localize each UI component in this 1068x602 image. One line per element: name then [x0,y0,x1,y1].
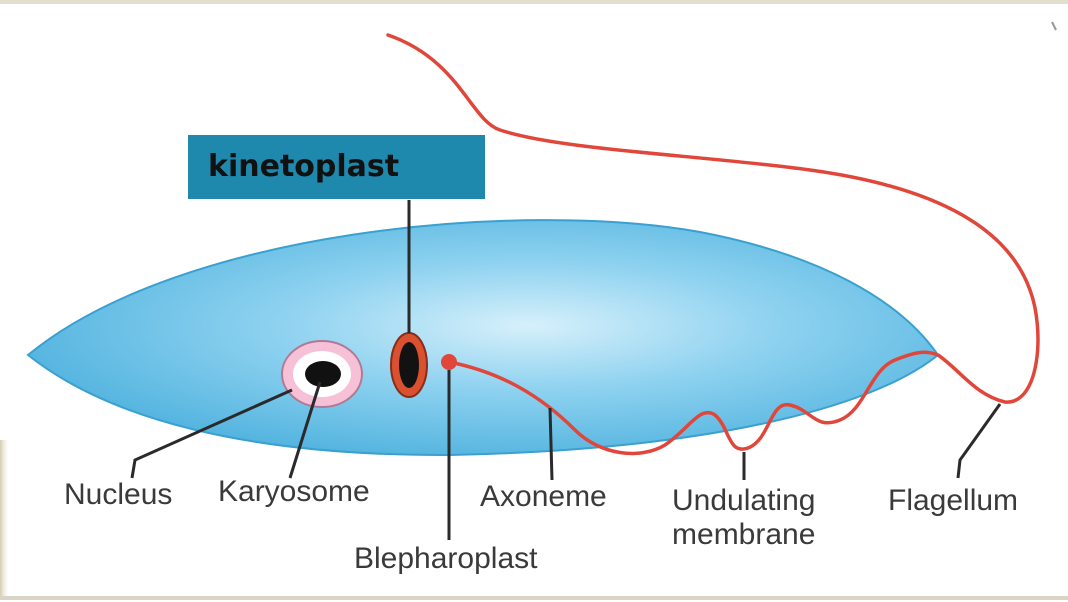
flagellum-label: Flagellum [888,484,1018,518]
undulating-membrane-line1: Undulating [672,484,815,518]
axoneme-leader [550,408,552,480]
karyosome-dot [305,361,341,387]
axoneme-label: Axoneme [480,480,607,514]
corner-mark [1052,22,1056,30]
flagellum-leader [958,404,1000,478]
blepharoplast-label: Blepharoplast [354,542,537,576]
left-edge-shadow [0,440,10,600]
nucleus-label: Nucleus [64,478,172,512]
kinetoplast-core [399,342,419,388]
cell-body [28,220,938,455]
kinetoplast-callout-label: kinetoplast [208,149,399,184]
kinetoplast-callout-box: kinetoplast [188,135,485,199]
undulating-membrane-label: Undulating membrane [672,484,815,551]
karyosome-label: Karyosome [218,475,370,509]
undulating-membrane-line2: membrane [672,518,815,552]
